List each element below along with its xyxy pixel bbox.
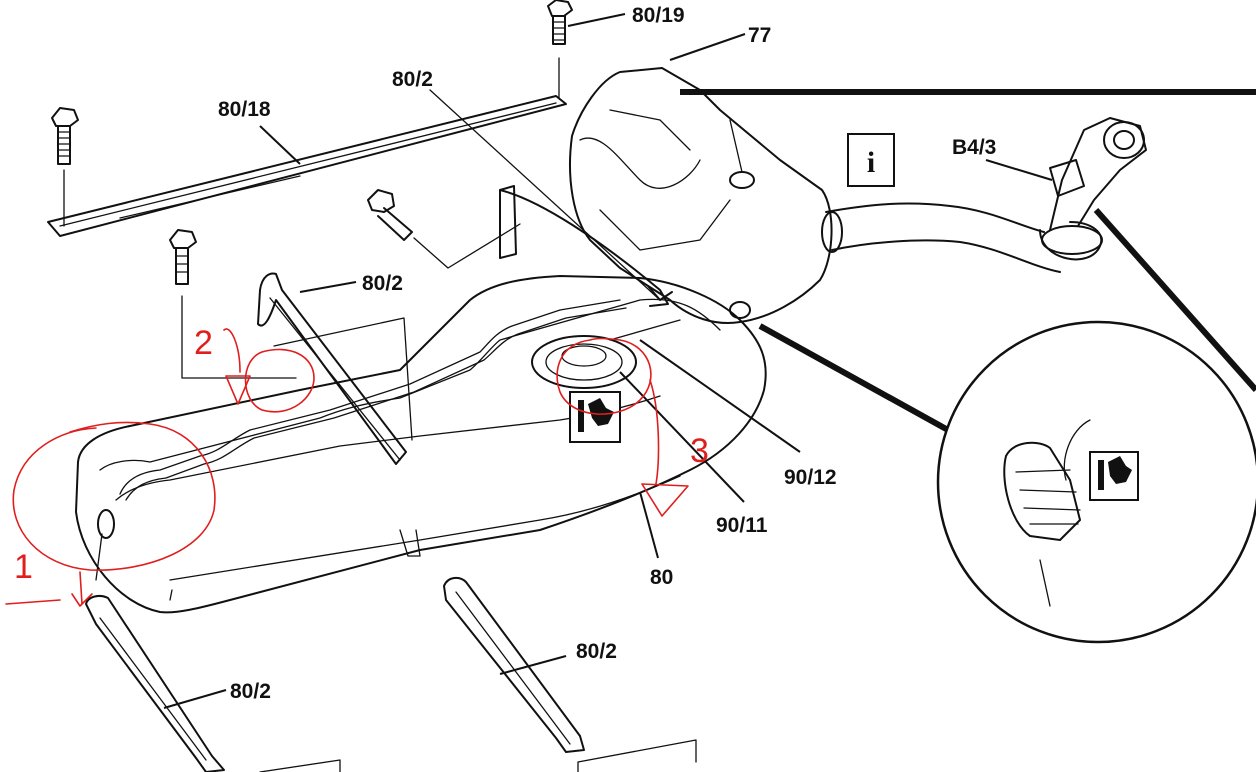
strap-80-2-top [429, 89, 669, 307]
strap-80-2-lower-left [85, 595, 227, 772]
info-box: i [847, 133, 895, 187]
label-80-2-lower-left: 80/2 [230, 680, 271, 703]
bolt-80-19 [547, 0, 626, 99]
bolt-center [367, 189, 521, 269]
strap-bar-80-18 [47, 95, 567, 237]
label-80-2-mid: 80/2 [362, 272, 403, 295]
label-80-19: 80/19 [632, 4, 685, 27]
label-b4-3: B4/3 [952, 136, 996, 159]
annotation-mark-1: 1 [14, 548, 33, 586]
strap-80-2-upper [257, 272, 413, 465]
bolt-left-top [51, 107, 79, 227]
label-90-11: 90/11 [716, 514, 768, 537]
filler-housing-77 [569, 33, 1256, 324]
label-80-2-lower-right: 80/2 [576, 640, 617, 663]
strap-80-2-lower-right [259, 576, 697, 772]
label-80-18: 80/18 [218, 98, 271, 121]
fuel-sender-unit [531, 319, 801, 503]
warning-box-sender [569, 391, 621, 443]
info-symbol: i [867, 146, 875, 179]
annotation-circle-3: 3 [556, 337, 709, 517]
annotation-circle-2: 2 [194, 324, 315, 413]
annotation-mark-3: 3 [690, 432, 709, 470]
label-80: 80 [650, 566, 673, 589]
label-80-2-top: 80/2 [392, 68, 433, 91]
leader-80-18 [259, 125, 301, 165]
label-77: 77 [748, 24, 771, 47]
leader-80 [639, 491, 659, 559]
annotation-mark-2: 2 [194, 324, 213, 362]
filler-neck-pipe [821, 202, 1103, 273]
bolt-left-mid [169, 229, 297, 379]
label-90-12: 90/12 [784, 466, 837, 489]
annotation-circle-1: 1 [5, 421, 216, 607]
filler-cap-b4-3 [985, 117, 1256, 392]
detail-zoom-circle [758, 320, 1256, 644]
fuel-tank-80 [75, 275, 767, 614]
